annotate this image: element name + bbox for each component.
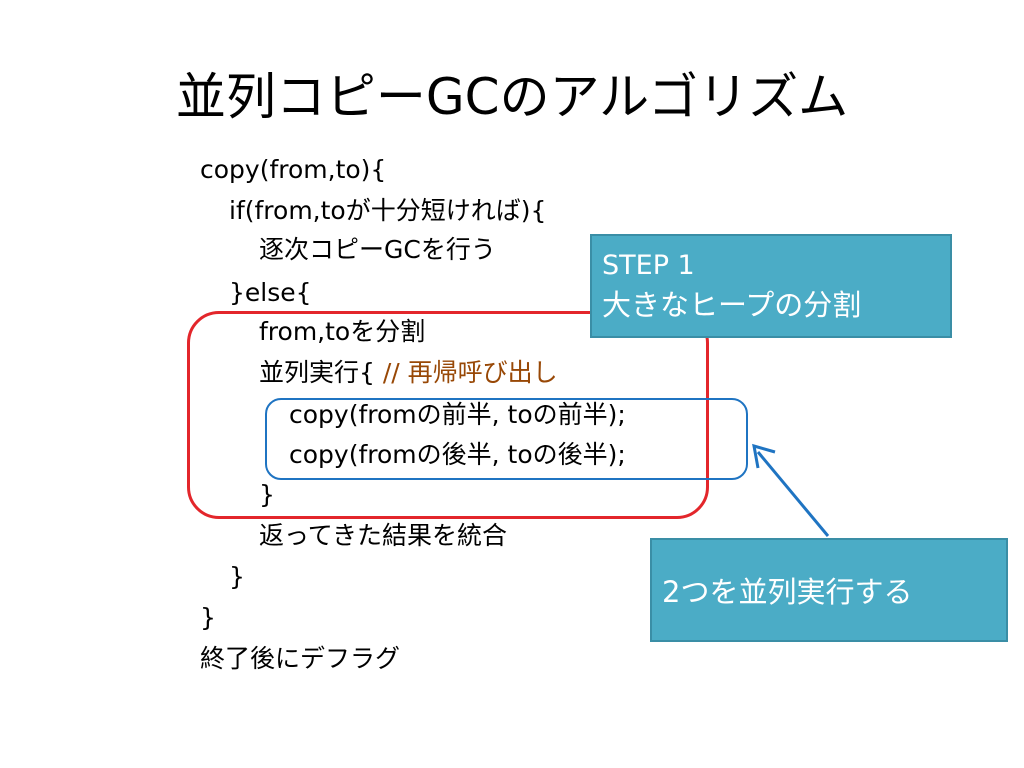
code-text: 終了後にデフラグ (200, 644, 401, 673)
callout-step-1: STEP 1 大きなヒープの分割 (590, 234, 952, 338)
code-text: 逐次コピーGCを行う (259, 235, 496, 264)
parallel-calls-box (265, 398, 748, 480)
code-text: }else{ (229, 278, 312, 307)
callout-step-description: 大きなヒープの分割 (602, 288, 862, 322)
code-text: 並列実行{ (259, 358, 383, 387)
arrow-head-icon (752, 443, 776, 469)
code-text: } (229, 562, 245, 591)
code-text: 返ってきた結果を統合 (259, 521, 508, 550)
code-text: if(from,toが十分短ければ){ (229, 196, 547, 225)
code-line-3: 逐次コピーGCを行う (259, 234, 496, 266)
callout-parallel: 2つを並列実行する (650, 538, 1008, 642)
code-line-7: copy(fromの前半, toの前半); (289, 399, 626, 431)
code-line-11: } (229, 561, 245, 593)
code-line-5: from,toを分割 (259, 316, 425, 348)
code-line-8: copy(fromの後半, toの後半); (289, 439, 626, 471)
code-line-10: 返ってきた結果を統合 (259, 520, 507, 552)
arrow-line (756, 451, 830, 537)
callout-step-label: STEP 1 (602, 250, 695, 281)
code-text: } (259, 480, 275, 509)
code-line-6: 並列実行{ // 再帰呼び出し (259, 357, 558, 389)
code-line-2: if(from,toが十分短ければ){ (229, 195, 546, 227)
code-line-9: } (259, 479, 275, 511)
code-line-12: } (200, 602, 216, 634)
code-text: copy(from,to){ (200, 155, 387, 184)
split-region-box (187, 311, 709, 519)
code-line-1: copy(from,to){ (200, 154, 386, 186)
code-text: } (200, 603, 216, 632)
code-text: from,toを分割 (259, 317, 426, 346)
code-text: copy(fromの前半, toの前半); (289, 400, 626, 429)
code-text: copy(fromの後半, toの後半); (289, 440, 626, 469)
code-line-4: }else{ (229, 277, 312, 309)
slide-title: 並列コピーGCのアルゴリズム (175, 68, 849, 126)
code-line-13: 終了後にデフラグ (200, 643, 400, 675)
code-comment: // 再帰呼び出し (382, 358, 558, 387)
